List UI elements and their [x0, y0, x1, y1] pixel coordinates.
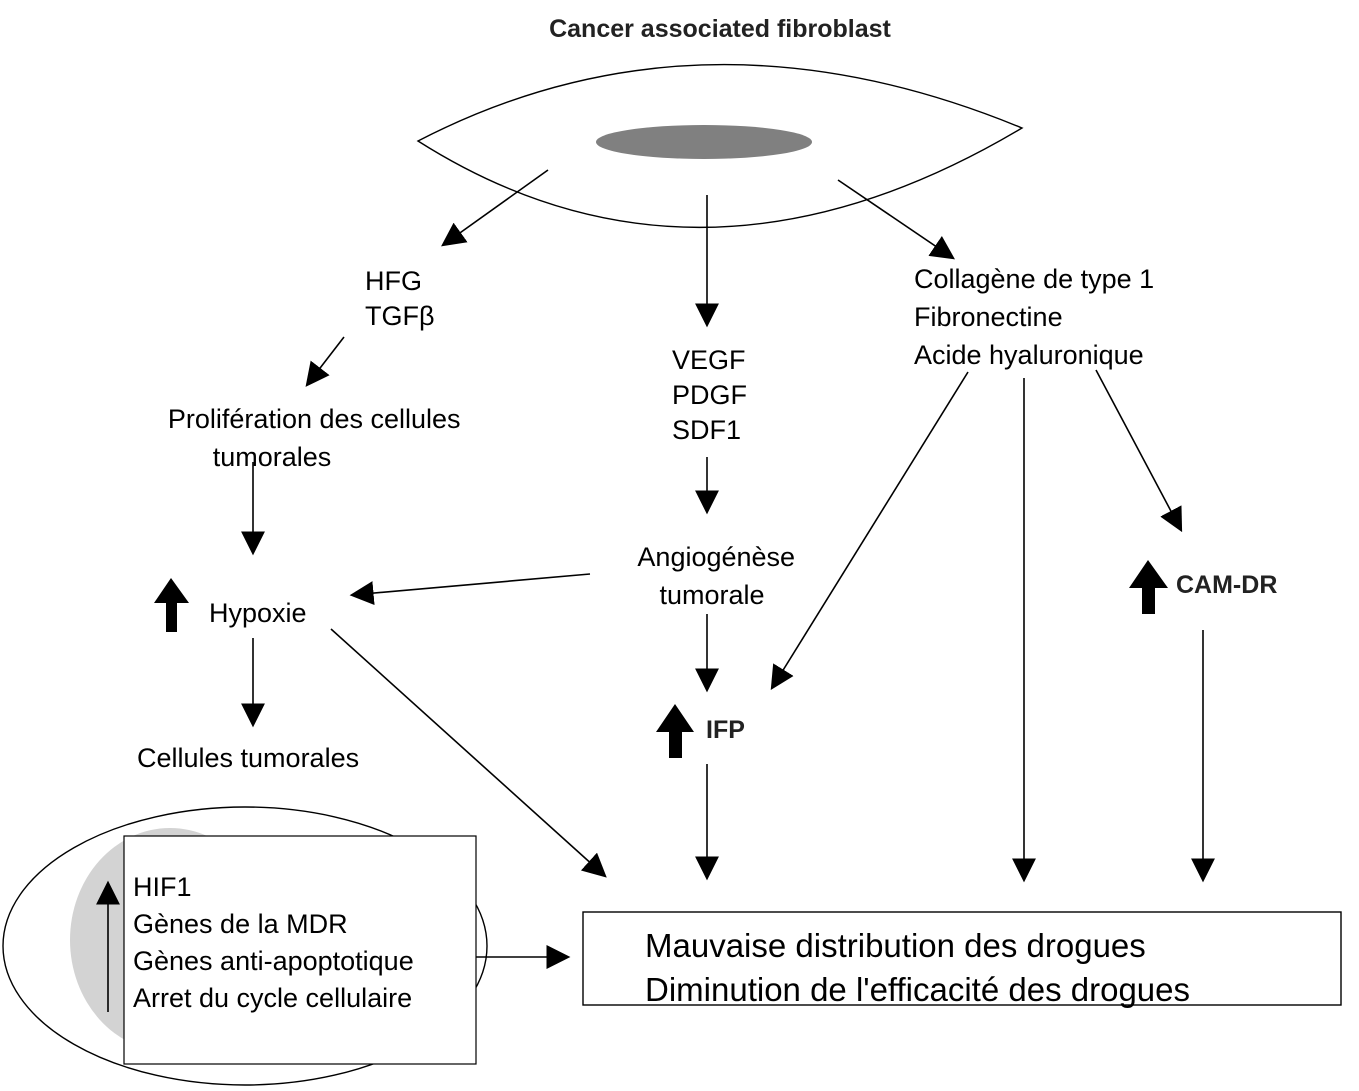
arrow-hypoxia-to-outcome: [330, 628, 607, 878]
arrow-angiogenesis-to-hypoxia: [349, 573, 591, 606]
arrow-tgf-to-proliferation: [305, 336, 345, 387]
arrow-hyaluronic-to-cam-dr: [1095, 369, 1183, 533]
arrows: [241, 169, 1215, 969]
matrix-components-label: Collagène de type 1 Fibronectine Acide h…: [914, 264, 1162, 370]
angiogenic-factors-label: VEGF PDGF SDF1: [672, 345, 755, 445]
angiogenesis-label: Angiogénèse tumorale: [637, 542, 802, 610]
tumor-cell-gene-box: [123, 835, 477, 1065]
gene-list: HIF1 Gènes de la MDR Gènes anti-apoptoti…: [133, 872, 421, 1013]
cam-dr-label: CAM-DR: [1176, 571, 1277, 599]
proliferation-label: Prolifération des cellules tumorales: [168, 404, 468, 472]
arrow-fibroblast-to-hfg: [441, 169, 549, 247]
ifp-up-arrow-icon: [656, 704, 694, 758]
cam-dr-up-arrow-icon: [1129, 560, 1168, 614]
growth-factors-label: HFG TGFβ: [365, 266, 435, 331]
ifp-label: IFP: [706, 716, 745, 744]
diagram-title: Cancer associated fibroblast: [549, 15, 891, 43]
outcome-text: Mauvaise distribution des drogues Diminu…: [645, 927, 1190, 1008]
hypoxia-up-arrow-icon: [154, 578, 189, 632]
tumor-cells-label: Cellules tumorales: [137, 743, 359, 773]
outcome-box: [582, 911, 1342, 1006]
hypoxia-label: Hypoxie: [209, 598, 307, 628]
fibroblast-nucleus: [596, 125, 812, 159]
arrow-hyaluronic-to-ifp: [770, 371, 969, 691]
arrow-fibroblast-to-collagen: [837, 179, 955, 260]
